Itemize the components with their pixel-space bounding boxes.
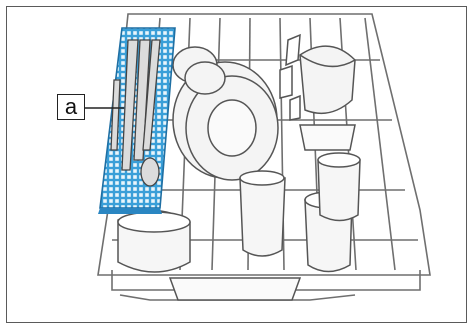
bowl: [300, 46, 355, 113]
callout-label-a: a: [57, 94, 85, 120]
plates: [173, 47, 278, 180]
front-handle: [170, 278, 300, 300]
cutlery-basket-icon: [98, 28, 175, 214]
cup: [118, 210, 190, 272]
glasses: [240, 153, 360, 272]
